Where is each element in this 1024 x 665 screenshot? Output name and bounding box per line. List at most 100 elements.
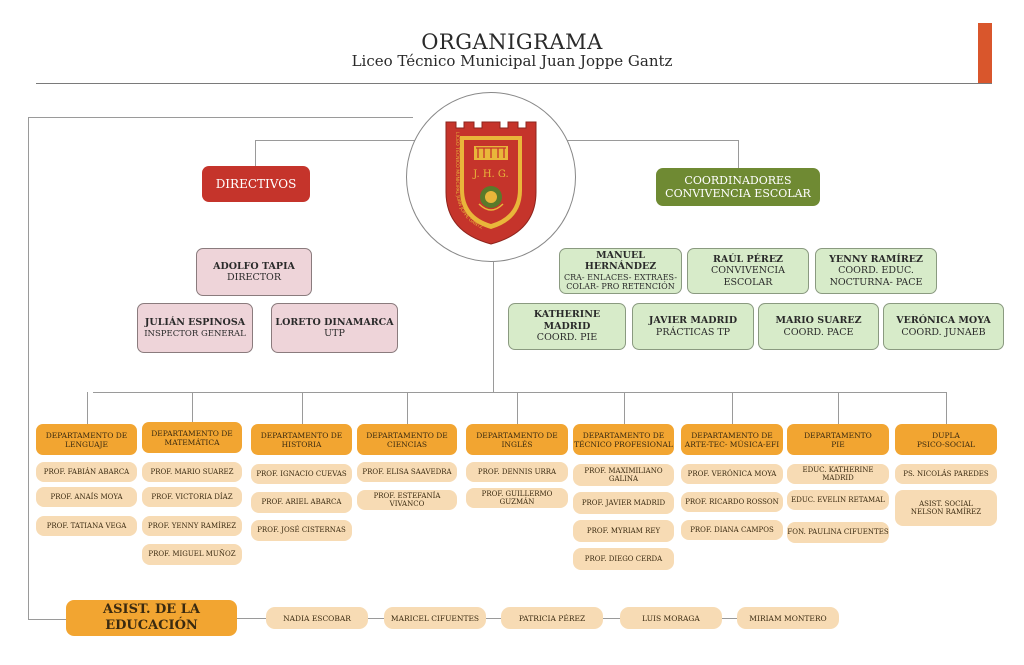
connector-dept-drop bbox=[732, 392, 733, 424]
member-name: PROF. ARIEL ABARCA bbox=[261, 498, 342, 507]
member-name: PROF. RICARDO ROSSON bbox=[685, 497, 779, 506]
coord-name: JAVIER MADRID bbox=[648, 315, 738, 327]
logo-initials: J. H. G. bbox=[472, 169, 508, 180]
department-member: PROF. YENNY RAMÍREZ bbox=[142, 516, 242, 536]
member-name: PROF. GUILLERMO GUZMÁN bbox=[481, 489, 553, 506]
member-name: PROF. ELISA SAAVEDRA bbox=[362, 467, 452, 476]
inspector-card: JULIÁN ESPINOSA INSPECTOR GENERAL bbox=[137, 303, 253, 353]
school-crest-icon: J. H. G. LICEO TÉCNICO MUNICIPAL JUAN JO… bbox=[445, 121, 537, 245]
connector-departments-horizontal bbox=[93, 392, 946, 393]
asistente-pill: NADIA ESCOBAR bbox=[266, 607, 368, 629]
department-title-line1: DEPARTAMENTO DE bbox=[582, 430, 665, 440]
department-member: PROF. MAXIMILIANO GALINA bbox=[573, 464, 674, 486]
member-name: FON. PAULINA CIFUENTES bbox=[787, 528, 889, 537]
department-member: PROF. ARIEL ABARCA bbox=[251, 492, 352, 513]
coord-role-line2: COLAR- PRO RETENCIÓN bbox=[566, 282, 675, 292]
member-name: EDUC. EVELIN RETAMAL bbox=[791, 495, 885, 504]
department-member: PROF. ESTEFANÍA VIVANCO bbox=[357, 490, 457, 510]
department-member: PROF. VERÓNICA MOYA bbox=[681, 464, 783, 484]
connector-dept-drop bbox=[407, 392, 408, 424]
member-name: PROF. DIANA CAMPOS bbox=[690, 525, 774, 534]
member-name: PROF. FABIÁN ABARCA bbox=[43, 467, 130, 476]
department-member: PROF. DIEGO CERDA bbox=[573, 548, 674, 570]
coord-name: VERÓNICA MOYA bbox=[896, 315, 991, 327]
department-member: PROF. RICARDO ROSSON bbox=[681, 492, 783, 512]
coord-name: RAÚL PÉREZ bbox=[713, 253, 783, 265]
department-title-line1: DEPARTAMENTO DE bbox=[691, 430, 773, 440]
director-name: ADOLFO TAPIA bbox=[213, 260, 295, 272]
connector-dept-drop bbox=[192, 392, 193, 422]
department-title-line1: DEPARTAMENTO DE bbox=[476, 430, 558, 440]
coord-role-line1: PRÁCTICAS TP bbox=[655, 326, 731, 338]
department-member: PROF. ANAÍS MOYA bbox=[36, 487, 137, 507]
department-member: PROF. JOSÉ CISTERNAS bbox=[251, 520, 352, 541]
coord-role-line1: COORD. PIE bbox=[536, 332, 598, 344]
coord-role-line1: CRA- ENLACES- EXTRAES- bbox=[563, 272, 678, 282]
directivos-label: DIRECTIVOS bbox=[215, 176, 297, 191]
department-title-line2: PSICO-SOCIAL bbox=[916, 439, 976, 449]
connector-coord-vertical bbox=[738, 140, 739, 168]
member-name: PROF. MAXIMILIANO GALINA bbox=[584, 466, 663, 483]
department-title-line2: ARTE-TEC- MÚSICA-EFI bbox=[684, 439, 780, 449]
asistente-pill: PATRICIA PÉREZ bbox=[501, 607, 603, 629]
coord-name: KATHERINE MADRID bbox=[533, 309, 601, 332]
department-member: PROF. MIGUEL MUÑOZ bbox=[142, 544, 242, 565]
member-name: PROF. IGNACIO CUEVAS bbox=[256, 469, 347, 478]
member-name: PS. NICOLÁS PAREDES bbox=[903, 469, 989, 478]
department-member: PROF. IGNACIO CUEVAS bbox=[251, 464, 352, 484]
coord-role-line1: COORD. PACE bbox=[783, 326, 854, 338]
member-name: EDUC. KATHERINE MADRID bbox=[802, 465, 874, 482]
member-name: PROF. TATIANA VEGA bbox=[46, 521, 127, 530]
department-member: PROF. GUILLERMO GUZMÁN bbox=[466, 488, 568, 508]
department-title-line2: CIENCIAS bbox=[387, 439, 427, 449]
coordinadores-header: COORDINADORES CONVIVENCIA ESCOLAR bbox=[656, 168, 820, 206]
member-name: PROF. DENNIS URRA bbox=[477, 467, 557, 476]
utp-card: LORETO DINAMARCA UTP bbox=[271, 303, 398, 353]
department-title-line1: DUPLA bbox=[932, 430, 960, 440]
member-name: PROF. MYRIAM REY bbox=[586, 526, 661, 535]
department-member: EDUC. EVELIN RETAMAL bbox=[787, 490, 889, 510]
department-title-line1: DEPARTAMENTO DE bbox=[45, 430, 128, 440]
department-member: PS. NICOLÁS PAREDES bbox=[895, 464, 997, 484]
department-member: PROF. DIANA CAMPOS bbox=[681, 520, 783, 540]
asistente-name: PATRICIA PÉREZ bbox=[518, 613, 586, 623]
utp-role: UTP bbox=[324, 328, 345, 339]
accent-bar bbox=[978, 23, 992, 83]
member-name: PROF. ESTEFANÍA VIVANCO bbox=[373, 491, 441, 508]
connector-dept-drop bbox=[946, 392, 947, 424]
department-title-line1: DEPARTAMENTO DE bbox=[260, 430, 343, 440]
coord-name: MANUEL HERNÁNDEZ bbox=[584, 250, 657, 273]
department-title-line2: MATEMÁTICA bbox=[164, 437, 220, 447]
department-member: PROF. MYRIAM REY bbox=[573, 520, 674, 542]
utp-name: LORETO DINAMARCA bbox=[275, 316, 394, 328]
connector-top-horizontal bbox=[28, 117, 413, 118]
member-name: PROF. VICTORIA DÍAZ bbox=[151, 492, 233, 501]
connector-dept-drop bbox=[624, 392, 625, 424]
connector-coord-horizontal bbox=[566, 140, 738, 141]
asistente-name: NADIA ESCOBAR bbox=[283, 613, 351, 623]
member-name: ASIST. SOCIAL NELSON RAMÍREZ bbox=[910, 499, 982, 516]
asistentes-label: ASIST. DE LA EDUCACIÓN bbox=[103, 602, 200, 633]
department-member: PROF. MARIO SUAREZ bbox=[142, 462, 242, 482]
asistente-name: MIRIAM MONTERO bbox=[749, 613, 827, 623]
department-member: EDUC. KATHERINE MADRID bbox=[787, 464, 889, 484]
page-subtitle: Liceo Técnico Municipal Juan Joppe Gantz bbox=[351, 52, 673, 70]
coord-role-line1: COORD. JUNAEB bbox=[901, 326, 986, 338]
member-name: PROF. MARIO SUAREZ bbox=[150, 467, 234, 476]
asistente-pill: MARICEL CIFUENTES bbox=[384, 607, 486, 629]
connector-center-vertical bbox=[493, 262, 494, 392]
member-name: PROF. ANAÍS MOYA bbox=[50, 492, 123, 501]
asistente-name: MARICEL CIFUENTES bbox=[390, 613, 480, 623]
connector-dept-drop bbox=[302, 392, 303, 424]
coord-name: YENNY RAMÍREZ bbox=[829, 253, 923, 265]
member-name: PROF. JOSÉ CISTERNAS bbox=[257, 526, 346, 535]
